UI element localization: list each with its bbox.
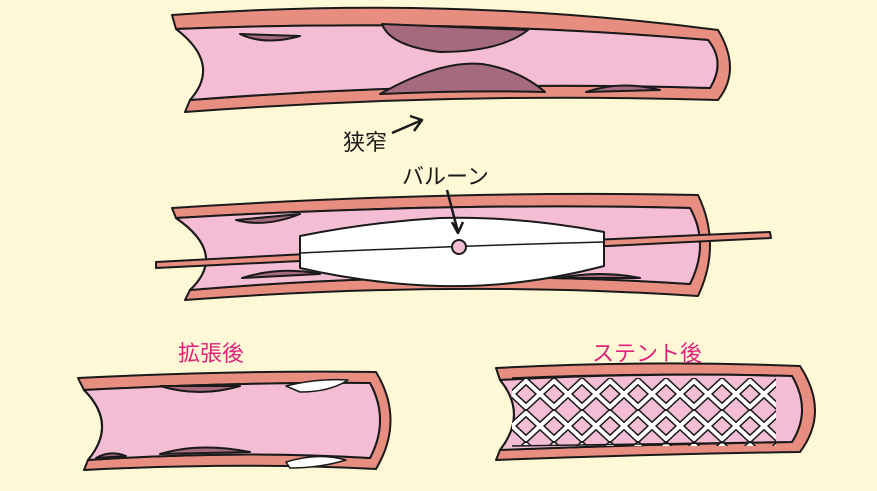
stent-mesh — [512, 378, 776, 446]
vessel-stented — [496, 363, 815, 460]
stenosis-arrow — [392, 116, 422, 133]
after-dilation-label: 拡張後 — [178, 336, 244, 368]
vessel-stenosis — [172, 8, 730, 133]
balloon-label: バルーン — [402, 159, 489, 191]
balloon — [300, 218, 604, 286]
stenosis-label: 狭窄 — [343, 125, 387, 157]
after-stent-label: ステント後 — [592, 336, 702, 368]
balloon-marker — [452, 240, 466, 254]
vessel-balloon — [156, 190, 771, 300]
vessel-dilated — [78, 372, 391, 470]
